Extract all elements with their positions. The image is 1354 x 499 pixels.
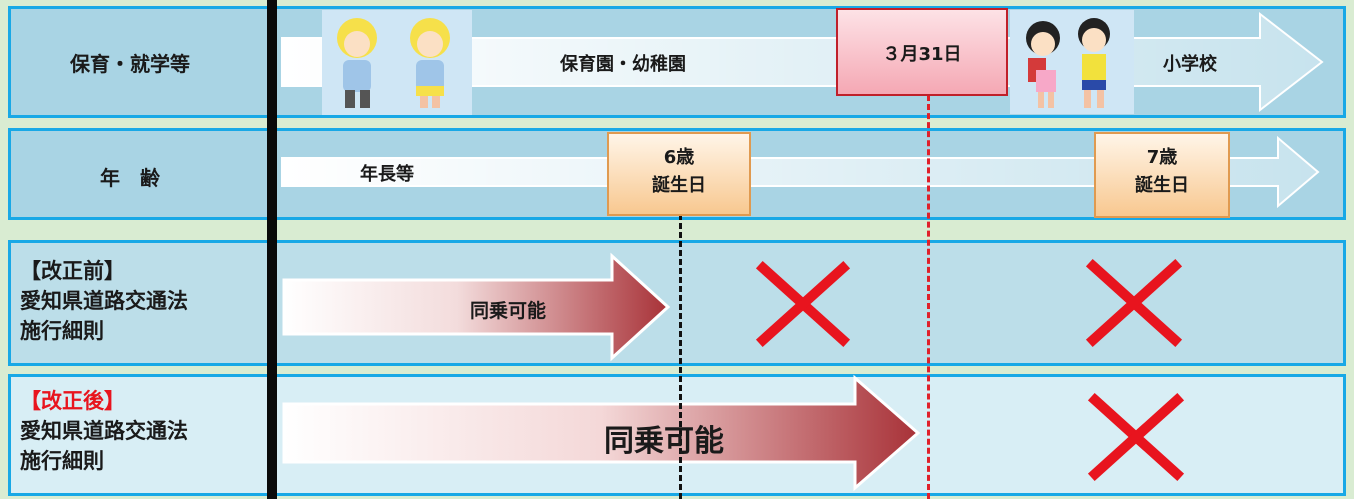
not-allowed-crosses xyxy=(755,258,1185,482)
row-label-after: 【改正後】 愛知県道路交通法 施行細則 xyxy=(20,386,280,476)
before-law-name: 愛知県道路交通法 xyxy=(20,289,188,313)
row-label-before: 【改正前】 愛知県道路交通法 施行細則 xyxy=(20,256,280,346)
age7-birthday-box: 7歳 誕生日 xyxy=(1094,132,1230,218)
after-allowed-label: 同乗可能 xyxy=(604,424,724,459)
row-label-age: 年 齢 xyxy=(100,166,160,190)
after-law-name: 愛知県道路交通法 xyxy=(20,419,188,443)
age6-label: 6歳 xyxy=(663,147,695,168)
row-label-school-stage: 保育・就学等 xyxy=(70,52,190,76)
age6-dashed-line xyxy=(679,214,682,499)
nursery-label: 保育園・幼稚園 xyxy=(560,54,686,75)
age7-birthday-label: 誕生日 xyxy=(1135,175,1189,196)
after-allowed-arrow xyxy=(282,374,921,492)
march31-dashed-line xyxy=(927,95,930,499)
after-title: 【改正後】 xyxy=(20,389,125,413)
elementary-label: 小学校 xyxy=(1163,54,1217,75)
schoolchildren-icon xyxy=(1010,10,1134,114)
age6-birthday-label: 誕生日 xyxy=(652,175,706,196)
before-law-sub: 施行細則 xyxy=(20,319,104,343)
age-timeline-arrow xyxy=(281,135,1320,209)
row-before-revision xyxy=(8,240,1346,366)
label-column-divider xyxy=(267,0,277,499)
march31-box: ３月31日 xyxy=(836,8,1008,96)
before-allowed-arrow xyxy=(282,252,671,362)
senior-class-label: 年長等 xyxy=(360,164,414,185)
after-law-sub: 施行細則 xyxy=(20,449,104,473)
before-allowed-label: 同乗可能 xyxy=(470,300,547,322)
before-title: 【改正前】 xyxy=(20,259,125,283)
nursery-children-icon xyxy=(322,10,472,115)
age6-birthday-box: 6歳 誕生日 xyxy=(607,132,751,216)
age7-label: 7歳 xyxy=(1146,147,1178,168)
march31-label: ３月31日 xyxy=(882,44,962,65)
